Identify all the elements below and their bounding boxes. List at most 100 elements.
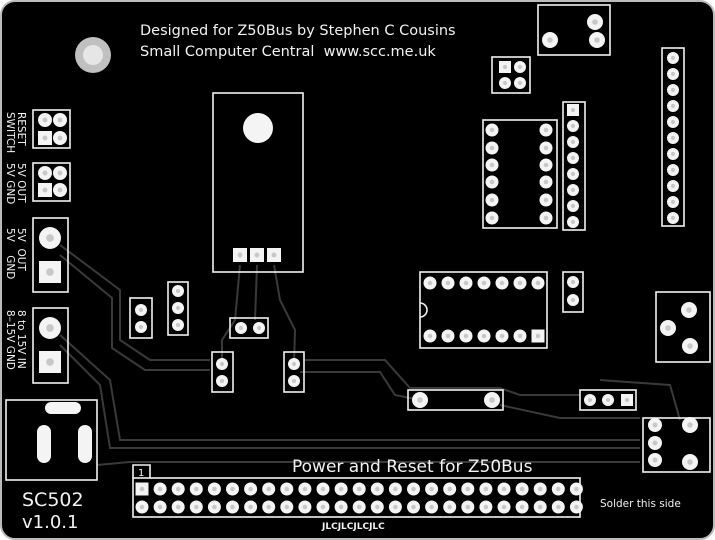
drill-hole <box>57 187 63 193</box>
drill-hole <box>570 139 576 145</box>
drill-hole <box>465 504 471 510</box>
copper-traces <box>59 244 681 466</box>
drill-hole <box>543 215 549 221</box>
drill-hole <box>556 504 561 510</box>
drill-hole <box>483 504 489 510</box>
drill-hole <box>687 459 693 465</box>
drill-hole <box>489 179 495 185</box>
drill-hole <box>670 183 676 189</box>
drill-hole <box>670 55 676 61</box>
label-line: 8–15V GND <box>4 310 16 370</box>
drill-hole <box>284 504 290 510</box>
drill-hole <box>139 486 145 492</box>
drill-hole <box>502 80 508 86</box>
drill-hole <box>46 268 54 276</box>
label-line: 5V OUT <box>15 163 27 203</box>
drill-hole <box>687 343 693 349</box>
drill-hole <box>652 457 658 463</box>
drill-hole <box>570 187 576 193</box>
reset-switch-label: RESET SWITCH <box>4 112 27 153</box>
drill-hole <box>320 504 326 510</box>
drill-hole <box>356 504 362 510</box>
mounting-hole-center <box>83 45 103 65</box>
dc-jack-pin <box>45 402 81 414</box>
drill-hole <box>594 37 600 43</box>
drill-hole <box>429 504 434 510</box>
drill-hole <box>670 151 676 157</box>
drill-hole <box>175 322 181 328</box>
drill-hole <box>445 280 451 286</box>
drill-hole <box>535 280 541 286</box>
drill-hole <box>139 504 145 510</box>
drill-hole <box>624 397 630 403</box>
drill-hole <box>543 127 549 133</box>
drill-hole <box>543 179 549 185</box>
dc-jack-pin <box>37 425 51 463</box>
drill-hole <box>157 504 163 510</box>
5v-out-header-label: 5V OUT 5V GND <box>4 163 27 204</box>
board-name: SC502 <box>22 489 84 511</box>
drill-hole <box>411 504 416 510</box>
drill-hole <box>375 486 380 492</box>
solder-note: Solder this side <box>600 498 681 510</box>
drill-hole <box>238 325 244 331</box>
drill-hole <box>175 288 181 294</box>
drill-hole <box>537 486 543 492</box>
drill-hole <box>302 504 308 510</box>
drill-hole <box>256 325 262 331</box>
drill-hole <box>517 280 523 286</box>
drill-hole <box>499 280 505 286</box>
label-line: SWITCH <box>4 112 16 153</box>
drill-hole <box>489 397 495 403</box>
drill-hole <box>175 305 181 311</box>
website-text: Small Computer Central www.scc.me.uk <box>140 44 436 60</box>
drill-hole <box>42 170 48 176</box>
drill-hole <box>465 486 471 492</box>
drill-hole <box>393 504 398 510</box>
drill-hole <box>517 64 523 70</box>
drill-hole <box>175 504 181 510</box>
drill-hole <box>556 486 561 492</box>
drill-hole <box>230 486 235 492</box>
drill-hole <box>670 135 676 141</box>
drill-hole <box>266 504 271 510</box>
drill-hole <box>543 162 549 168</box>
drill-hole <box>175 486 181 492</box>
drill-hole <box>574 486 579 492</box>
drill-hole <box>605 397 611 403</box>
drill-hole <box>570 171 576 177</box>
drill-hole <box>42 117 48 123</box>
drill-hole <box>537 504 543 510</box>
regulator-tab-hole <box>243 113 273 143</box>
drill-hole <box>157 486 163 492</box>
drill-hole <box>517 80 523 86</box>
drill-hole <box>519 486 525 492</box>
drill-hole <box>463 280 469 286</box>
drill-hole <box>574 504 579 510</box>
pads <box>38 14 698 514</box>
drill-hole <box>42 187 48 193</box>
board-title: Power and Reset for Z50Bus <box>292 457 533 477</box>
drill-hole <box>687 422 693 428</box>
drill-hole <box>570 297 576 303</box>
drill-hole <box>489 215 495 221</box>
drill-hole <box>489 197 495 203</box>
drill-hole <box>481 280 487 286</box>
drill-hole <box>570 107 576 113</box>
drill-hole <box>302 486 308 492</box>
input-terminal-label: 8 to 15V IN 8–15V GND <box>4 310 27 370</box>
dc-jack-pin <box>78 425 92 463</box>
drill-hole <box>320 486 326 492</box>
drill-hole <box>670 71 676 77</box>
drill-hole <box>543 197 549 203</box>
drill-hole <box>375 504 380 510</box>
drill-hole <box>57 135 63 141</box>
drill-hole <box>517 333 523 339</box>
drill-hole <box>543 145 549 151</box>
drill-hole <box>194 486 199 492</box>
drill-hole <box>489 127 495 133</box>
drill-hole <box>46 234 54 242</box>
drill-hole <box>338 504 344 510</box>
drill-hole <box>570 279 576 285</box>
